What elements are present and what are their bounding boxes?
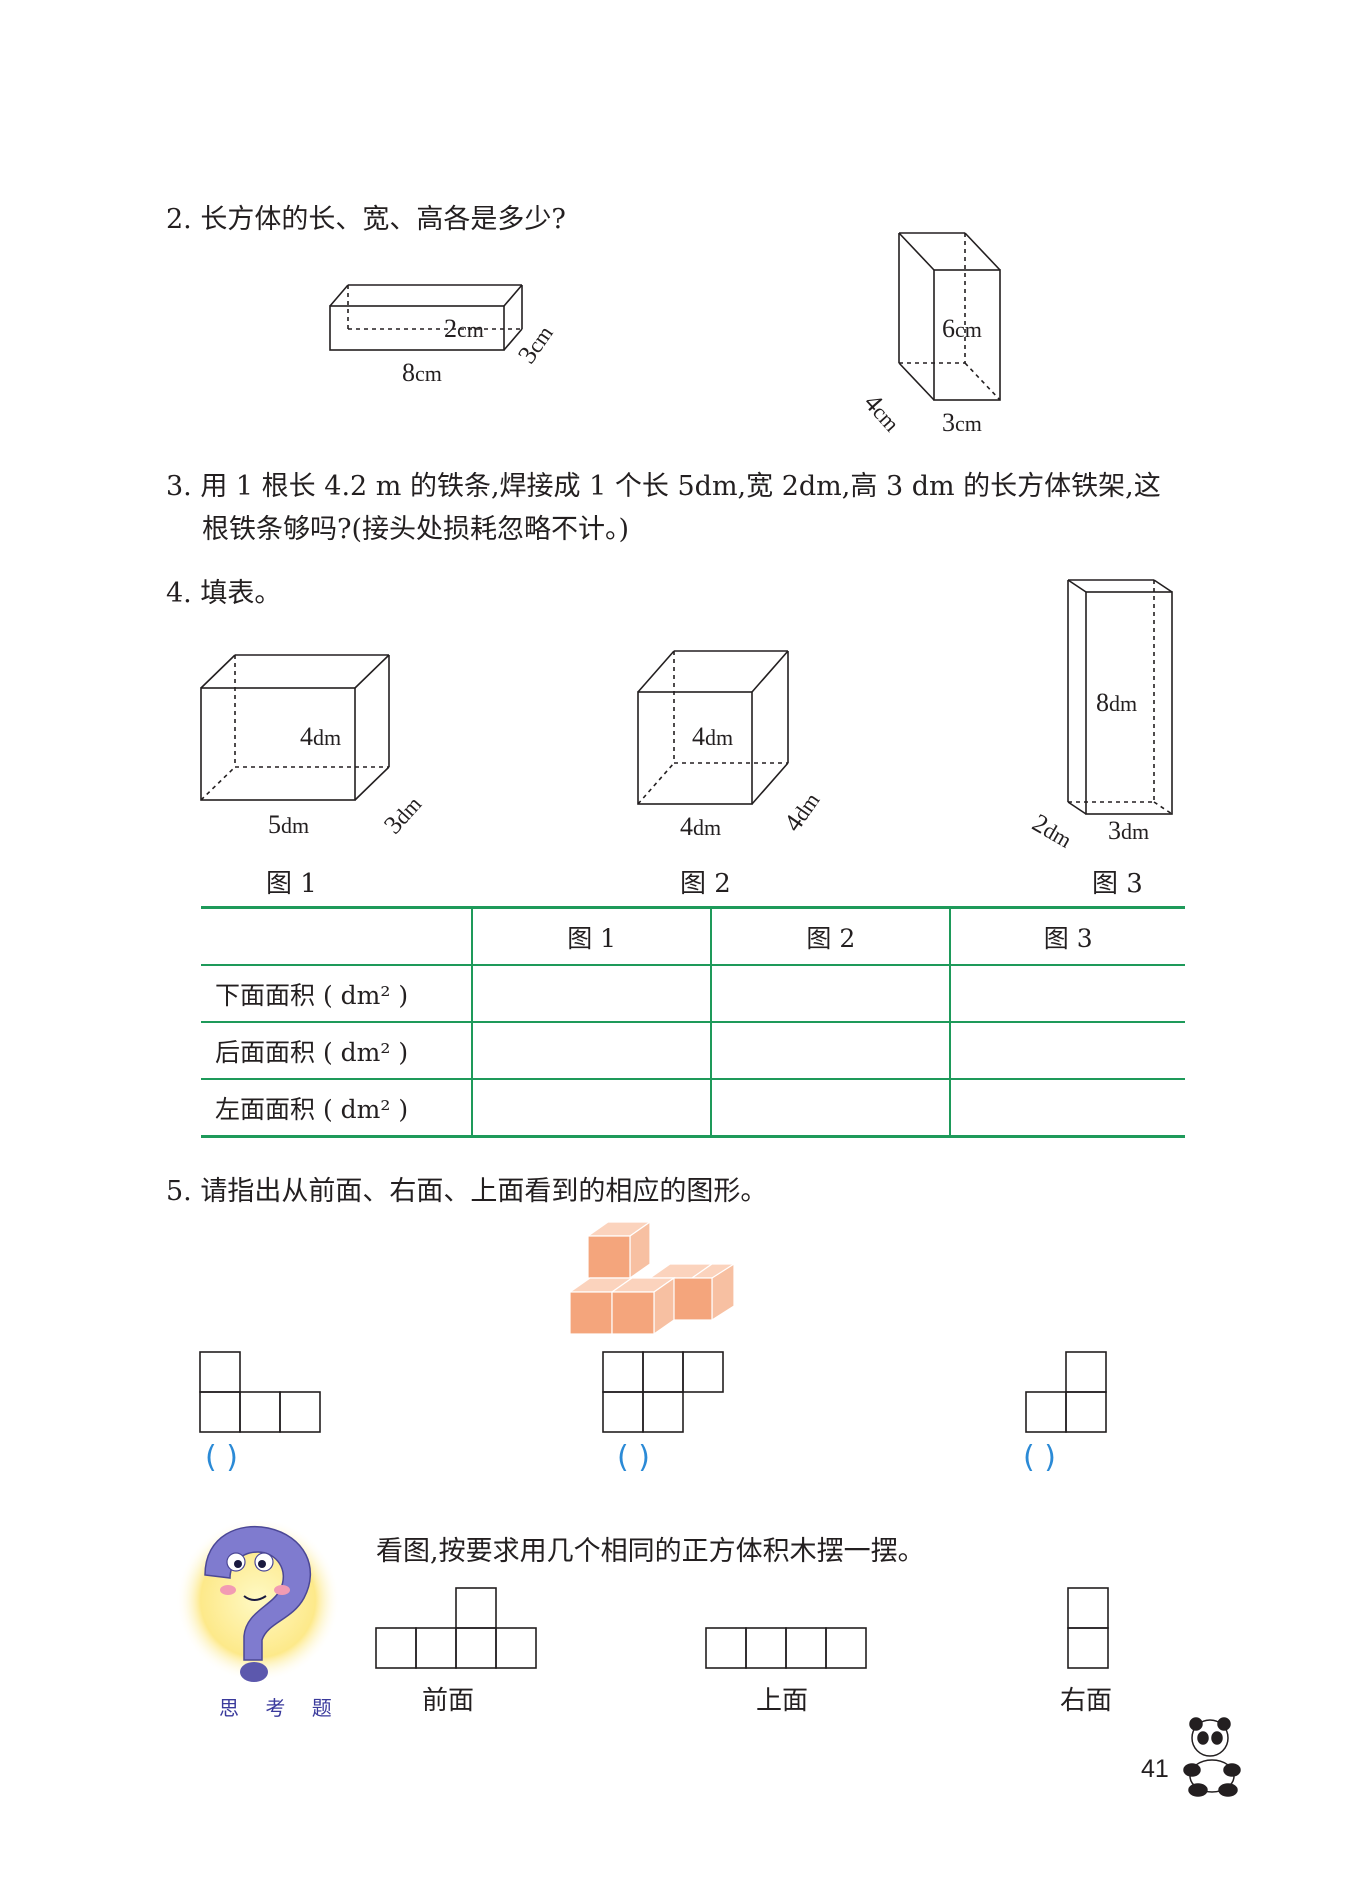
cuboid-figure-1 bbox=[200, 654, 390, 801]
question-2-text: 2. 长方体的长、宽、高各是多少? bbox=[166, 204, 566, 235]
cuboid-figure-b bbox=[898, 232, 1001, 401]
table-header-fig2: 图 2 bbox=[710, 906, 951, 966]
top-view-label: 上面 bbox=[756, 1686, 809, 1716]
answer-paren-c[interactable]: ( ) bbox=[1023, 1440, 1056, 1475]
view-grid-b bbox=[602, 1351, 724, 1433]
question-4-text: 4. 填表。 bbox=[166, 578, 282, 609]
answer-cell[interactable] bbox=[710, 964, 951, 1023]
panda-icon bbox=[1183, 1717, 1241, 1797]
fig1-caption: 图 1 bbox=[266, 869, 317, 899]
question-3-line1: 3. 用 1 根长 4.2 m 的铁条,焊接成 1 个长 5dm,宽 2dm,高… bbox=[166, 471, 1161, 502]
fill-in-table: 图 1 图 2 图 3 下面面积 ( dm² ) 后面面积 ( dm² ) 左面… bbox=[201, 906, 1185, 1138]
answer-cell[interactable] bbox=[710, 1021, 951, 1080]
table-header-row: 图 1 图 2 图 3 bbox=[201, 906, 1185, 966]
answer-paren-a[interactable]: ( ) bbox=[205, 1440, 238, 1475]
question-mark-mascot-icon bbox=[176, 1518, 340, 1682]
fig1-height-label: 4dm bbox=[300, 722, 342, 751]
fig-a-width-label: 3cm bbox=[512, 321, 558, 369]
view-grid-c bbox=[1025, 1351, 1107, 1433]
answer-cell[interactable] bbox=[710, 1078, 951, 1138]
answer-cell[interactable] bbox=[470, 1021, 712, 1080]
fig3-height-label: 8dm bbox=[1096, 688, 1138, 717]
table-corner-cell bbox=[201, 906, 472, 966]
fig3-length-label: 3dm bbox=[1108, 816, 1150, 845]
think-text: 看图,按要求用几个相同的正方体积木摆一摆。 bbox=[376, 1536, 925, 1567]
fig2-height-label: 4dm bbox=[692, 722, 734, 751]
fig3-caption: 图 3 bbox=[1092, 869, 1143, 899]
fig3-width-label: 2dm bbox=[1027, 808, 1077, 853]
answer-paren-b[interactable]: ( ) bbox=[617, 1440, 650, 1475]
cuboid-figure-a bbox=[329, 284, 523, 351]
fig2-width-label: 4dm bbox=[778, 788, 825, 837]
table-header-fig1: 图 1 bbox=[470, 906, 712, 966]
right-view-label: 右面 bbox=[1060, 1686, 1113, 1716]
top-view-grid bbox=[705, 1627, 867, 1669]
row-label-back-area: 后面面积 ( dm² ) bbox=[201, 1021, 472, 1080]
answer-cell[interactable] bbox=[470, 1078, 712, 1138]
fig-b-length-label: 3cm bbox=[942, 408, 982, 437]
cube-stack-figure bbox=[568, 1220, 735, 1336]
table-header-fig3: 图 3 bbox=[949, 906, 1185, 966]
fig-b-height-label: 6cm bbox=[942, 314, 982, 343]
fig-a-length-label: 8cm bbox=[402, 358, 442, 387]
fig-a-height-label: 2cm bbox=[444, 314, 484, 343]
question-3-line2: 根铁条够吗?(接头处损耗忽略不计。) bbox=[202, 514, 630, 545]
answer-cell[interactable] bbox=[949, 1021, 1185, 1080]
fig2-length-label: 4dm bbox=[680, 812, 722, 841]
table-row: 左面面积 ( dm² ) bbox=[201, 1078, 1185, 1138]
fig2-caption: 图 2 bbox=[680, 869, 731, 899]
front-view-grid bbox=[375, 1587, 537, 1669]
question-5-text: 5. 请指出从前面、右面、上面看到的相应的图形。 bbox=[166, 1176, 768, 1207]
fig1-length-label: 5dm bbox=[268, 810, 310, 839]
cuboid-figure-3 bbox=[1067, 579, 1173, 815]
row-label-left-area: 左面面积 ( dm² ) bbox=[201, 1078, 472, 1138]
answer-cell[interactable] bbox=[470, 964, 712, 1023]
cube-figure-2 bbox=[637, 650, 789, 805]
fig1-width-label: 3dm bbox=[378, 791, 427, 840]
answer-cell[interactable] bbox=[949, 964, 1185, 1023]
table-row: 下面面积 ( dm² ) bbox=[201, 964, 1185, 1023]
right-view-grid bbox=[1067, 1587, 1109, 1669]
view-grid-a bbox=[199, 1351, 321, 1433]
table-row: 后面面积 ( dm² ) bbox=[201, 1021, 1185, 1080]
think-title: 思 考 题 bbox=[219, 1696, 342, 1720]
answer-cell[interactable] bbox=[949, 1078, 1185, 1138]
row-label-bottom-area: 下面面积 ( dm² ) bbox=[201, 964, 472, 1023]
fig-b-width-label: 4cm bbox=[858, 388, 905, 437]
front-view-label: 前面 bbox=[422, 1686, 475, 1716]
page-number: 41 bbox=[1141, 1755, 1169, 1783]
